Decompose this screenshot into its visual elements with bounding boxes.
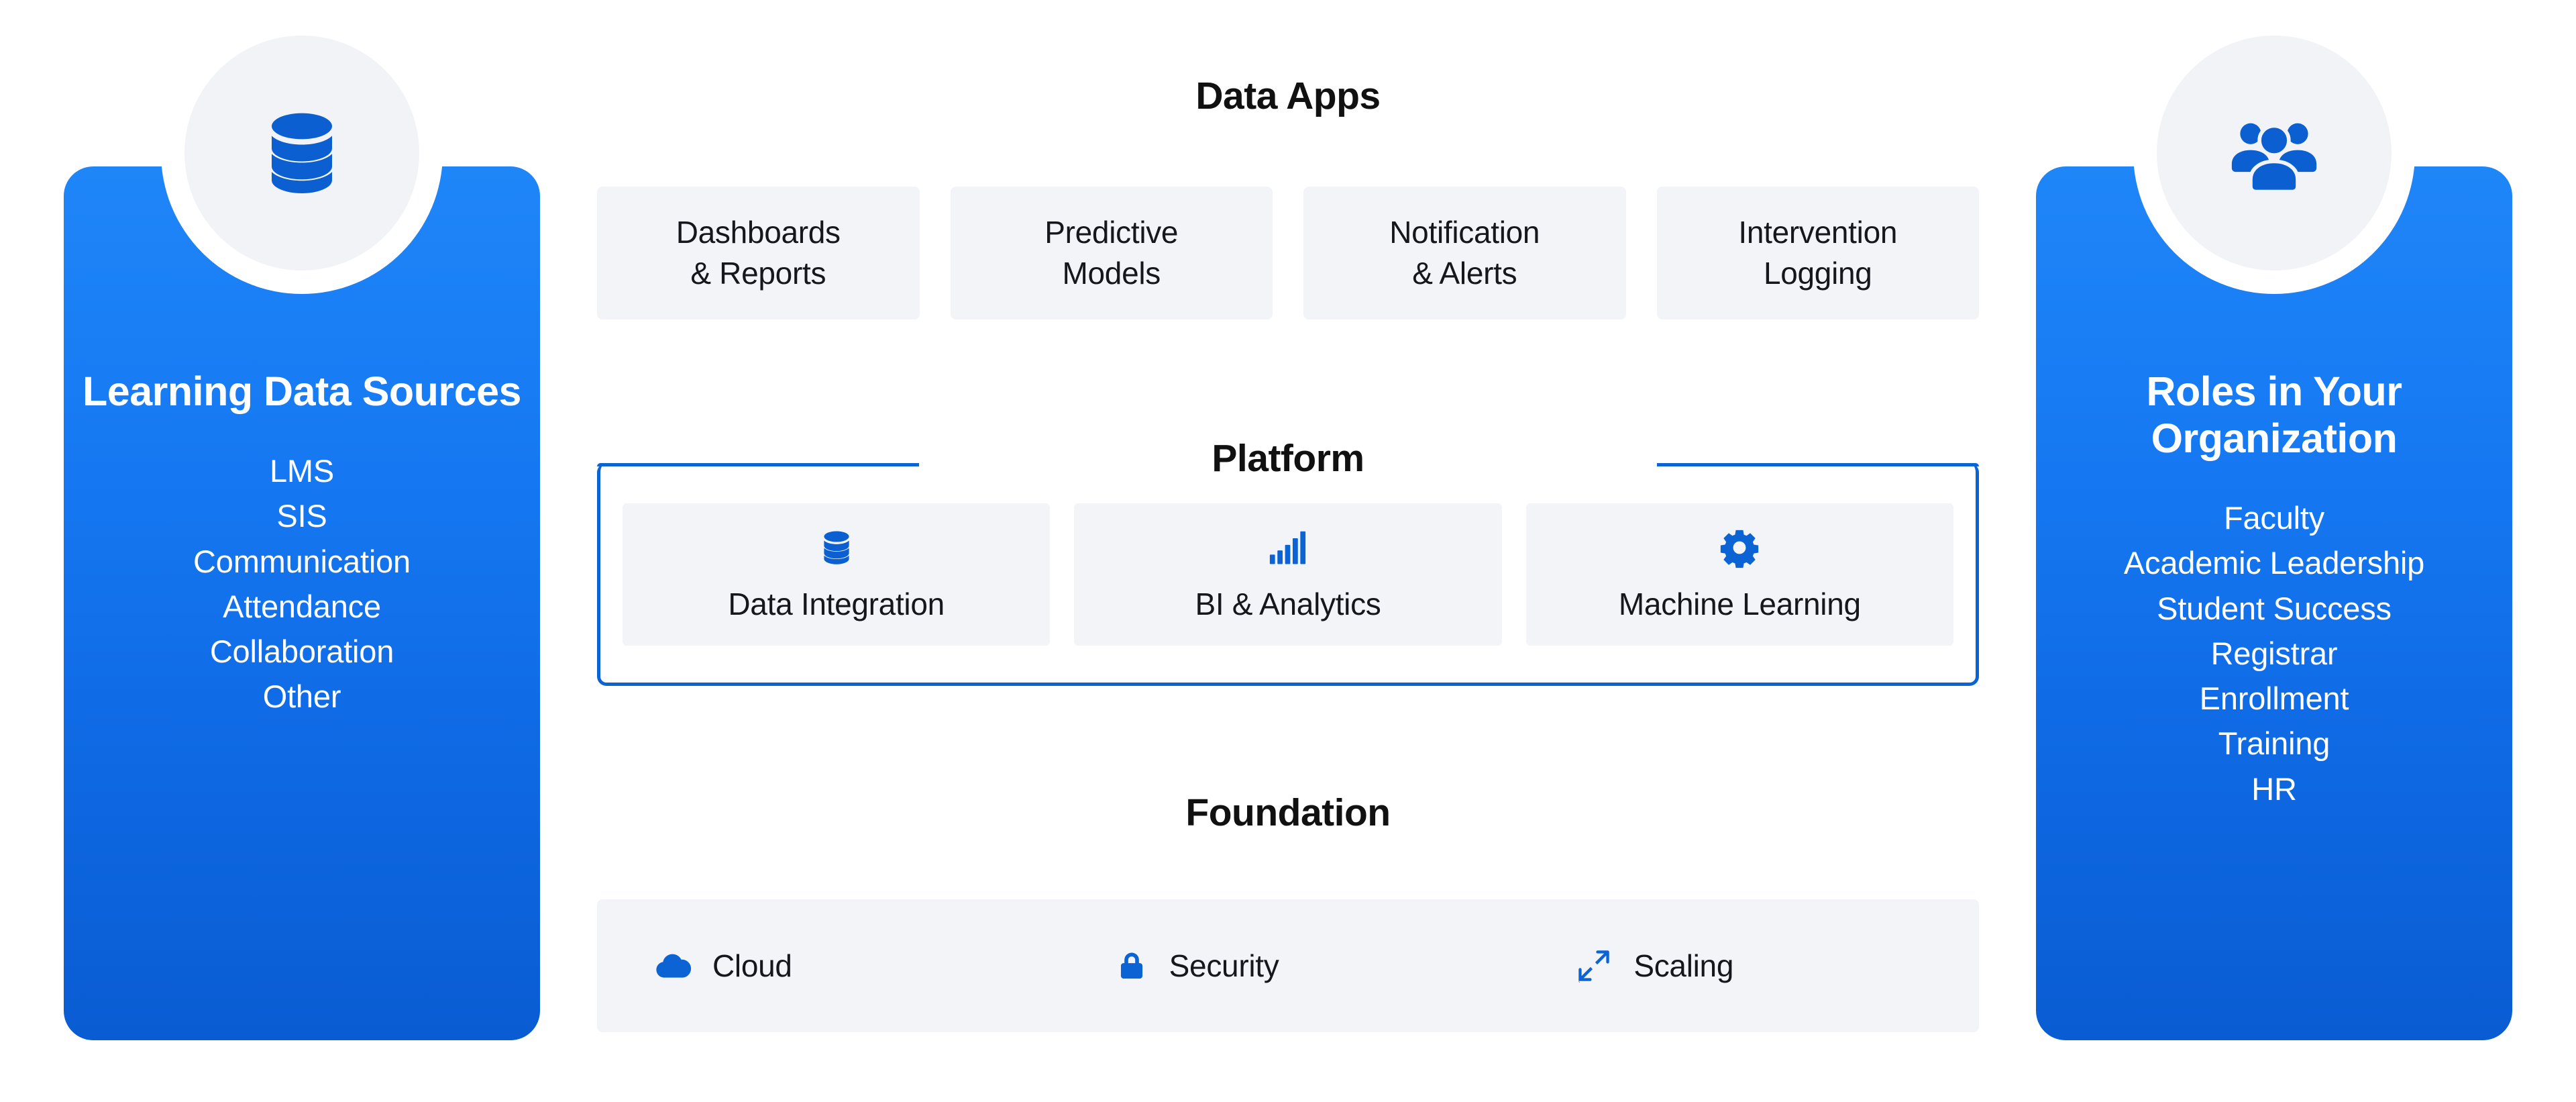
list-item: LMS [269,453,335,489]
card-label: Data Integration [728,587,945,621]
list-item: Other [262,679,341,715]
left-panel-content: Learning Data Sources LMS SIS Communicat… [64,368,540,719]
card-label: BI & Analytics [1195,587,1381,621]
list-item: Student Success [2157,590,2392,626]
item-label: Cloud [712,948,792,983]
card-label: Machine Learning [1618,587,1861,621]
platform-heading: Platform [597,436,1979,481]
foundation-item-scaling[interactable]: Scaling [1518,946,1979,985]
left-panel-title: Learning Data Sources [83,368,521,414]
item-label: Scaling [1633,948,1734,983]
list-item: Attendance [223,588,381,624]
card-label: Dashboards& Reports [676,215,841,291]
foundation-item-security[interactable]: Security [1058,948,1519,984]
learning-data-sources-panel: Learning Data Sources LMS SIS Communicat… [64,166,540,1040]
platform-card-bi-analytics[interactable]: BI & Analytics [1074,503,1502,646]
platform-block: Platform Data Integr [597,436,1979,686]
platform-card-data-integration[interactable]: Data Integration [623,503,1051,646]
list-item: Registrar [2210,635,2338,671]
expand-arrows-icon [1574,946,1613,985]
platform-heading-label: Platform [1183,437,1393,480]
list-item: Training [2218,725,2330,762]
left-panel-list: LMS SIS Communication Attendance Collabo… [81,448,523,719]
database-icon [252,103,352,203]
foundation-heading: Foundation [1185,791,1391,834]
list-item: Faculty [2223,500,2325,536]
foundation-item-cloud[interactable]: Cloud [597,946,1058,985]
platform-border [597,463,1979,686]
list-item: Enrollment [2199,681,2349,717]
gear-icon [1719,527,1760,568]
platform-border-top-left [597,463,919,466]
right-panel-list: Faculty Academic Leadership Student Succ… [2053,495,2495,811]
cloud-icon [653,946,692,985]
right-panel-title: Roles in Your Organization [2146,368,2402,462]
list-item: Collaboration [209,633,394,669]
data-app-card-dashboards-reports[interactable]: Dashboards& Reports [597,187,920,319]
foundation-bar: Cloud Security [597,899,1979,1032]
bar-chart-icon [1267,527,1309,568]
lock-icon [1114,948,1149,983]
badge-circle [184,36,419,270]
list-item: Academic Leadership [2123,545,2425,581]
list-item: SIS [276,498,327,534]
platform-card-machine-learning[interactable]: Machine Learning [1525,503,1953,646]
data-apps-heading: Data Apps [1195,74,1381,117]
database-icon [816,527,857,568]
item-label: Security [1169,948,1279,983]
left-panel-badge [161,12,443,294]
center-column: Data Apps Dashboards& Reports Predictive… [597,0,1979,1102]
list-item: HR [2251,770,2297,807]
platform-row: Data Integration [623,503,1953,646]
right-panel-badge [2133,12,2415,294]
data-app-card-notification-alerts[interactable]: Notification& Alerts [1303,187,1626,319]
right-panel-content: Roles in Your Organization Faculty Acade… [2036,368,2512,811]
badge-circle [2157,36,2392,270]
platform-border-top-right [1657,463,1979,466]
roles-in-organization-panel: Roles in Your Organization Faculty Acade… [2036,166,2512,1040]
people-group-icon [2224,103,2324,203]
list-item: Communication [193,543,411,579]
card-label: Notification& Alerts [1389,215,1540,291]
